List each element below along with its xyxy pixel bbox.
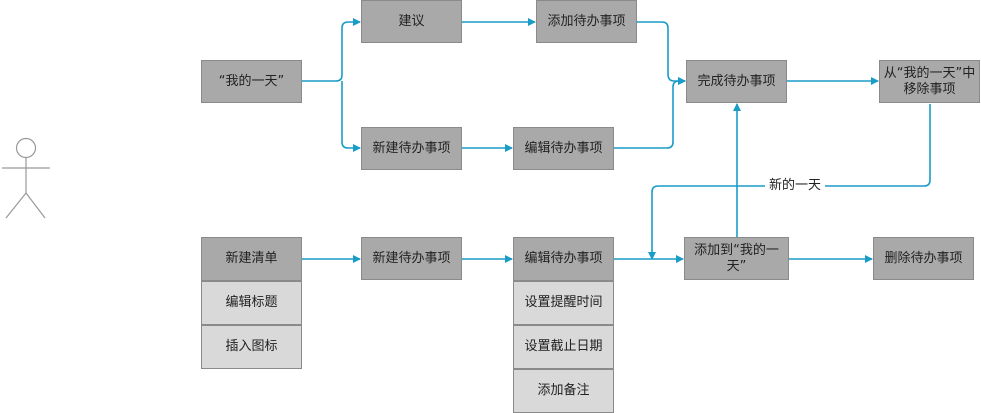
edge-myday-suggest — [302, 18, 361, 82]
node-add-to-my-day[interactable]: 添加到“我的一天” — [684, 237, 789, 280]
node-suggest[interactable]: 建议 — [361, 0, 462, 43]
node-delete-todo[interactable]: 删除待办事项 — [873, 237, 974, 280]
stick-figure-actor-icon — [2, 137, 50, 219]
node-complete-todo[interactable]: 完成待办事项 — [686, 60, 787, 103]
node-add-todo[interactable]: 添加待办事项 — [536, 0, 637, 43]
node-edit-todo-bottom[interactable]: 编辑待办事项 — [513, 237, 614, 281]
node-set-reminder[interactable]: 设置提醒时间 — [513, 281, 614, 325]
node-remove-from-my-day[interactable]: 从“我的一天”中 移除事项 — [879, 60, 980, 103]
node-insert-icon[interactable]: 插入图标 — [201, 325, 302, 369]
node-edit-title[interactable]: 编辑标题 — [201, 281, 302, 325]
node-new-todo-top[interactable]: 新建待办事项 — [361, 127, 462, 170]
node-add-note[interactable]: 添加备注 — [513, 369, 614, 413]
edge-edittodo-complete — [614, 77, 686, 149]
edge-myday-newtodo — [341, 81, 361, 152]
edge-label-new-day: 新的一天 — [765, 178, 826, 194]
edge-addtodo-complete — [637, 21, 686, 85]
node-new-todo-bottom[interactable]: 新建待办事项 — [361, 237, 462, 280]
node-edit-todo-top[interactable]: 编辑待办事项 — [513, 127, 614, 170]
node-my-day[interactable]: “我的一天” — [201, 60, 302, 103]
node-new-list[interactable]: 新建清单 — [201, 237, 302, 281]
node-set-due-date[interactable]: 设置截止日期 — [513, 325, 614, 369]
